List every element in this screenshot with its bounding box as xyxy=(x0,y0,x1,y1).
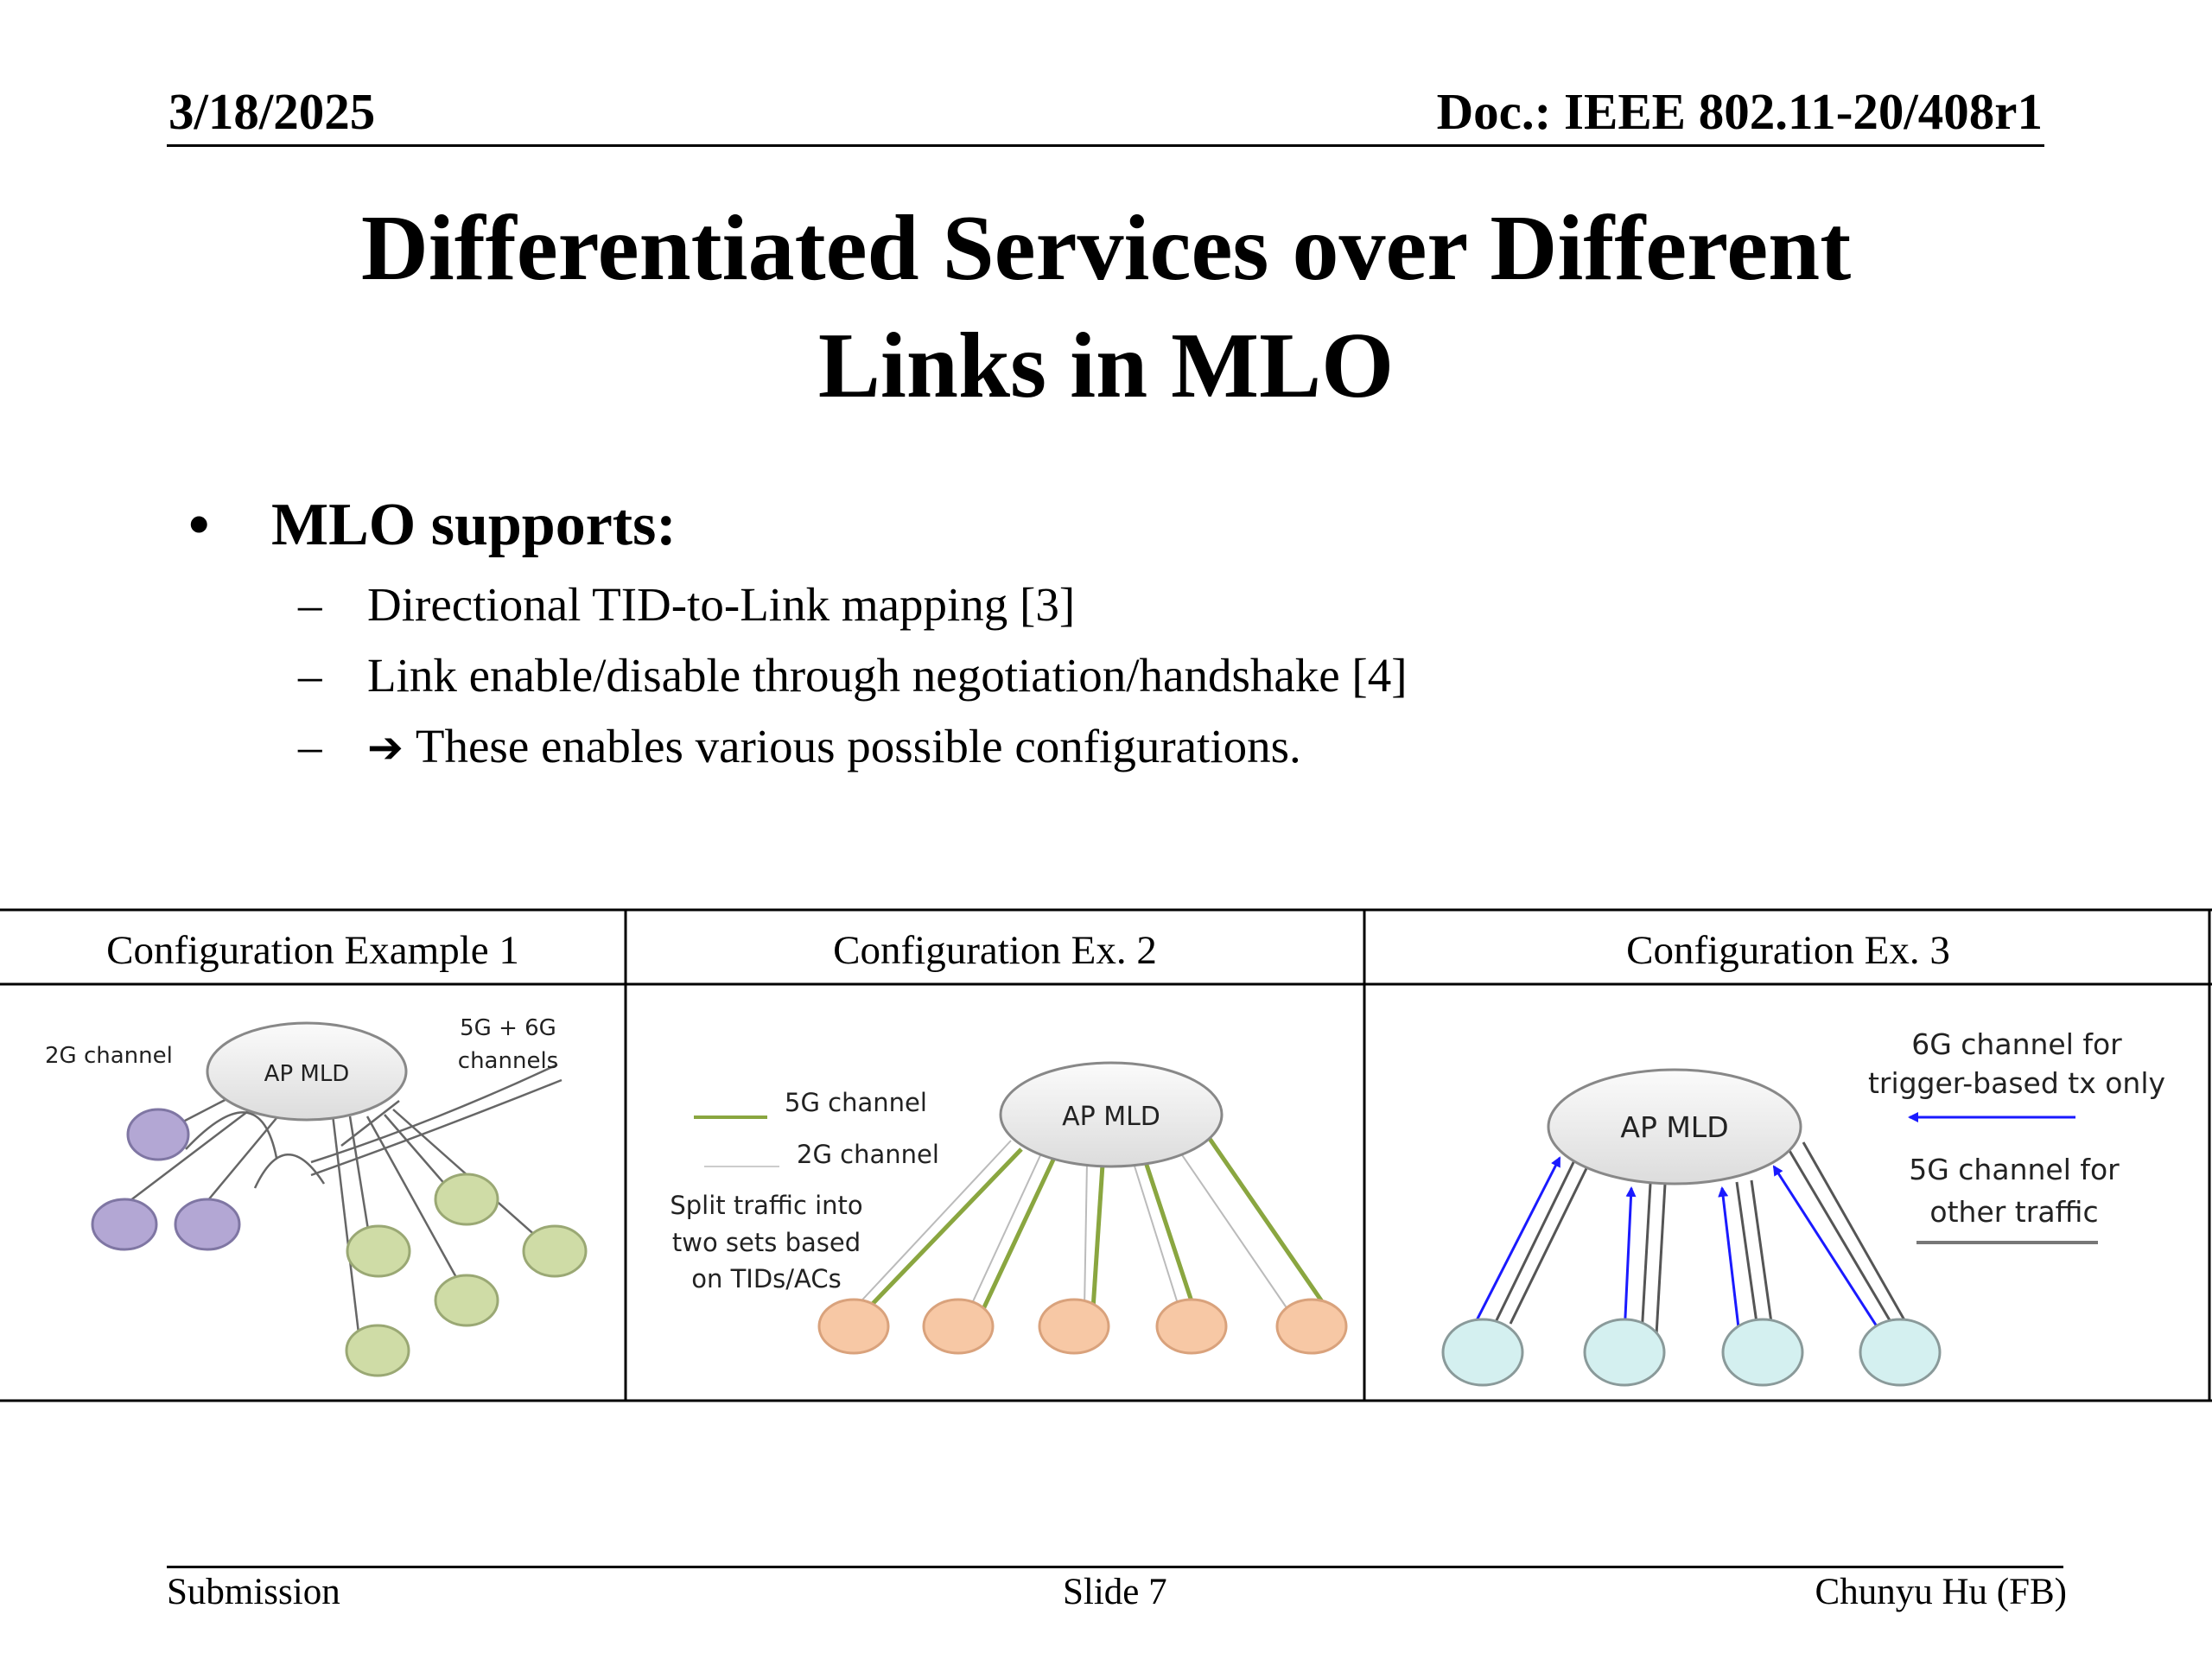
label-5g-line1: 5G channel for xyxy=(1909,1153,2120,1186)
sta-node-teal xyxy=(1441,1318,1524,1387)
note-line-1: Split traffic into xyxy=(670,1191,862,1220)
sub-bullet-text: Directional TID-to-Link mapping [3] xyxy=(367,578,1076,631)
slide-title: Differentiated Services over Different L… xyxy=(0,190,2212,425)
label-6g-line1: 6G channel for xyxy=(1911,1027,2122,1061)
ap-mld-node xyxy=(999,1061,1224,1168)
ap-mld-node xyxy=(1547,1068,1802,1185)
ap-mld-label: AP MLD xyxy=(264,1061,350,1087)
footer-divider xyxy=(167,1566,2063,1568)
label-2g-channel: 2G channel xyxy=(45,1043,173,1069)
sub-bullet-text: Link enable/disable through negotiation/… xyxy=(367,649,1408,702)
bullet-heading-text: MLO supports: xyxy=(271,492,677,558)
bullet-dot-icon: • xyxy=(188,492,210,558)
dash-icon: – xyxy=(298,720,322,772)
sta-node-orange xyxy=(1038,1298,1110,1355)
config-example-3-diagram: 6G channel for trigger-based tx only 5G … xyxy=(1441,1027,2165,1387)
ap-mld-label: AP MLD xyxy=(1062,1102,1160,1132)
sub-bullet-3: –➔These enables various possible configu… xyxy=(298,719,1301,773)
header-date: 3/18/2025 xyxy=(168,83,376,140)
sta-node-purple xyxy=(91,1198,158,1251)
sub-bullet-text: These enables various possible configura… xyxy=(415,720,1301,772)
note-line-2: two sets based xyxy=(672,1228,861,1257)
label-5g-6g-line1: 5G + 6G xyxy=(460,1015,556,1041)
sta-node-green xyxy=(434,1173,499,1226)
sta-node-orange xyxy=(1275,1298,1348,1355)
ap-mld-node xyxy=(206,1021,408,1122)
footer-author: Chunyu Hu (FB) xyxy=(1815,1572,2067,1612)
table-header-ex3: Configuration Ex. 3 xyxy=(1626,928,1950,973)
header-doc-id: Doc.: IEEE 802.11-20/408r1 xyxy=(1436,83,2043,140)
sta-node-orange xyxy=(817,1298,890,1355)
dash-icon: – xyxy=(298,578,322,631)
right-arrow-icon: ➔ xyxy=(367,722,404,772)
sta-node-orange xyxy=(1155,1298,1228,1355)
dash-icon: – xyxy=(298,649,322,702)
config-example-2-diagram: 5G channel 2G channel Split traffic into… xyxy=(670,1061,1348,1355)
header-divider xyxy=(167,144,2044,147)
sta-node-orange xyxy=(922,1298,995,1355)
sub-bullet-1: –Directional TID-to-Link mapping [3] xyxy=(298,577,1075,632)
label-5g-line2: other traffic xyxy=(1929,1195,2098,1229)
table-header-ex1: Configuration Example 1 xyxy=(106,928,519,973)
sta-node-teal xyxy=(1583,1318,1666,1387)
legend-5g-label: 5G channel xyxy=(785,1088,927,1117)
table-header-ex2: Configuration Ex. 2 xyxy=(833,928,1157,973)
configuration-table: AP MLD 2G channel 5G + 6G channels 5G ch… xyxy=(0,908,2212,1402)
sta-node-purple xyxy=(126,1108,190,1161)
sub-bullet-2: –Link enable/disable through negotiation… xyxy=(298,648,1408,702)
ap-mld-label: AP MLD xyxy=(1620,1110,1728,1144)
sta-node-green xyxy=(522,1224,588,1278)
legend-2g-label: 2G channel xyxy=(797,1140,939,1169)
sta-node-green xyxy=(434,1274,499,1327)
footer-slide-number: Slide 7 xyxy=(1063,1572,1167,1612)
slide-title-line-2: Links in MLO xyxy=(817,315,1395,417)
footer-submission: Submission xyxy=(167,1572,340,1612)
bullet-heading: • MLO supports: xyxy=(188,491,677,560)
label-6g-line2: trigger-based tx only xyxy=(1868,1066,2165,1100)
note-line-3: on TIDs/ACs xyxy=(691,1264,842,1294)
slide-title-line-1: Differentiated Services over Different xyxy=(360,197,1852,300)
sta-node-green xyxy=(346,1224,411,1278)
config-example-1-diagram: AP MLD 2G channel 5G + 6G channels xyxy=(45,1015,588,1377)
label-5g-6g-line2: channels xyxy=(458,1048,558,1074)
sta-node-teal xyxy=(1859,1318,1942,1387)
sta-node-purple xyxy=(174,1198,241,1251)
sta-node-teal xyxy=(1721,1318,1804,1387)
sta-node-green xyxy=(345,1324,410,1377)
